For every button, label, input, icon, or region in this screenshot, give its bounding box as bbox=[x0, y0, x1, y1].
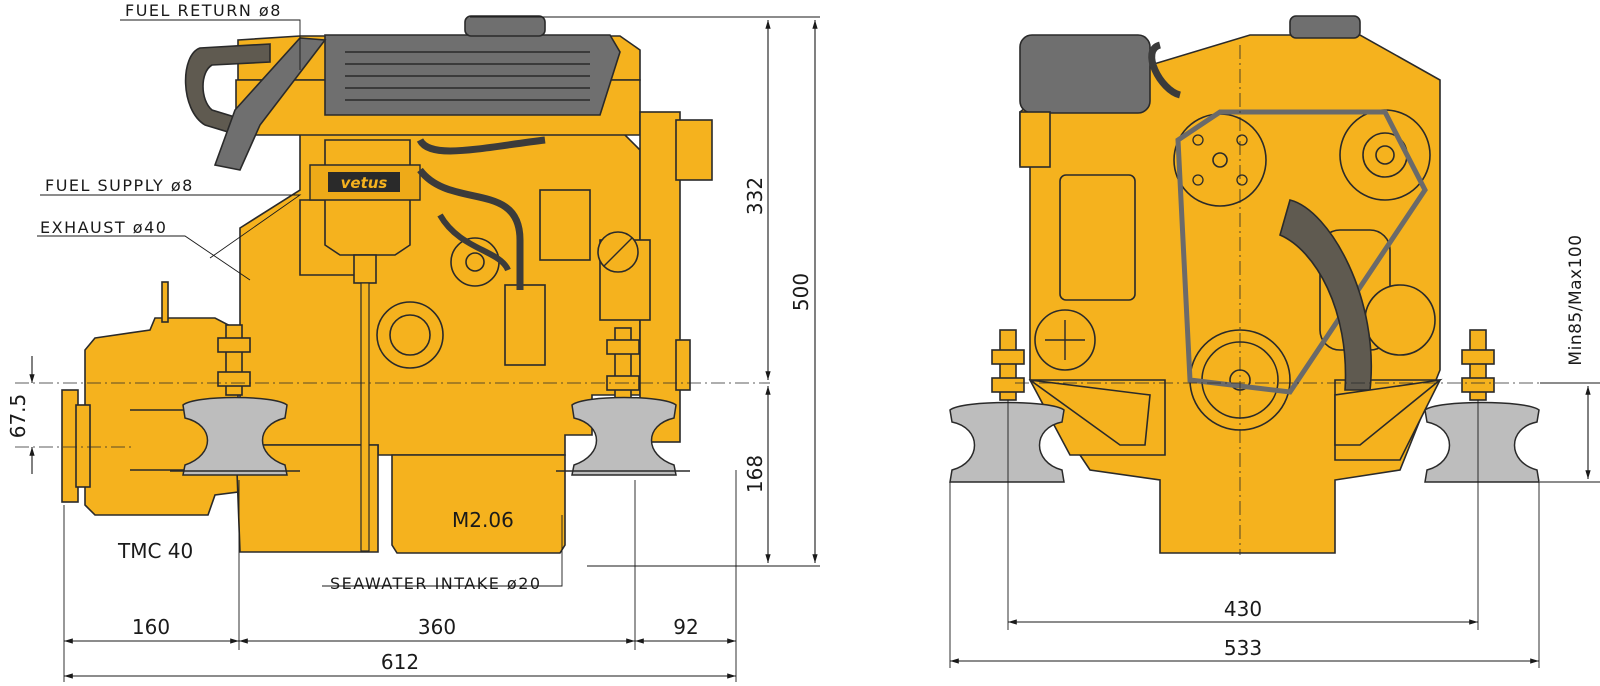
engine-model-label: M2.06 bbox=[452, 508, 514, 532]
dim-height-lower: 168 bbox=[743, 455, 767, 493]
dim-length-gearbox: 160 bbox=[132, 615, 170, 639]
front-dimensions bbox=[949, 382, 1600, 668]
label-fuel-supply: FUEL SUPPLY ø8 bbox=[45, 176, 194, 195]
engine-mount-rear bbox=[170, 324, 300, 476]
dim-length-engine: 360 bbox=[418, 615, 456, 639]
dim-length-total: 612 bbox=[381, 650, 419, 674]
seawater-pipe bbox=[360, 282, 370, 552]
front-fuel-hose bbox=[1148, 41, 1182, 99]
dim-length-front: 92 bbox=[673, 615, 698, 639]
dim-shaft-offset: 67.5 bbox=[6, 394, 30, 439]
label-fuel-return: FUEL RETURN ø8 bbox=[125, 1, 282, 20]
pump-gear bbox=[376, 189, 591, 369]
label-exhaust: EXHAUST ø40 bbox=[40, 218, 167, 237]
dim-height-total: 500 bbox=[789, 273, 813, 311]
label-seawater-intake: SEAWATER INTAKE ø20 bbox=[330, 574, 542, 593]
rocker-cover bbox=[324, 15, 621, 116]
engine-mount-front bbox=[556, 327, 690, 476]
dim-total-width: 533 bbox=[1224, 636, 1262, 660]
brand-badge: vetus bbox=[341, 174, 388, 192]
fuel-hoses bbox=[416, 136, 546, 290]
side-vertical-dimensions bbox=[29, 16, 820, 567]
front-view: Min85/Max100 430 533 bbox=[949, 15, 1600, 668]
alternator-pulley bbox=[1339, 109, 1431, 201]
water-pump-pulley bbox=[1364, 284, 1436, 356]
front-foot-left bbox=[949, 329, 1151, 483]
dim-height-upper: 332 bbox=[743, 177, 767, 215]
drive-belt bbox=[1175, 109, 1428, 395]
dim-mount-height: Min85/Max100 bbox=[1566, 234, 1586, 365]
front-rocker-cover bbox=[1019, 15, 1361, 168]
callout-leaders bbox=[37, 19, 563, 587]
air-filter: vetus bbox=[309, 139, 421, 284]
side-horizontal-dimensions bbox=[63, 470, 737, 682]
camshaft-pulley bbox=[1173, 113, 1267, 207]
side-view: vetus bbox=[6, 1, 820, 682]
gearbox-model-label: TMC 40 bbox=[117, 539, 193, 563]
dim-mount-spacing: 430 bbox=[1224, 597, 1262, 621]
